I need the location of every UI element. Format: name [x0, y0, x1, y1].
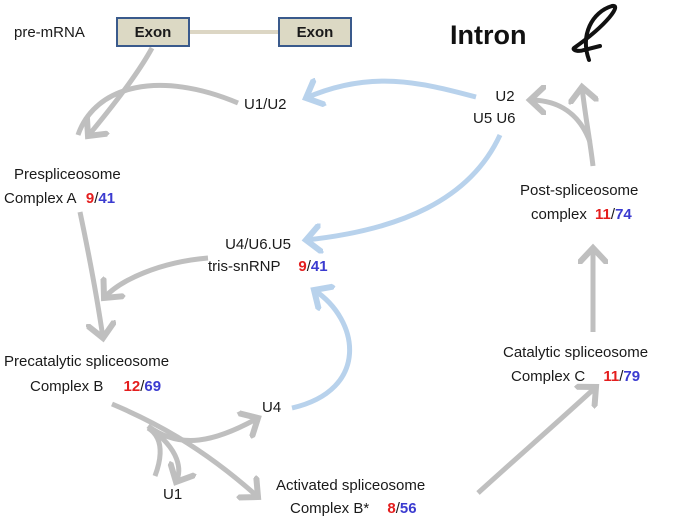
complex-a-line2: Complex A — [4, 190, 76, 207]
arrow-recycle-u4 — [291, 290, 353, 411]
complex-a-label: Complex A 9/41 — [4, 190, 116, 207]
post-complex-label: complex 11/74 — [531, 206, 632, 223]
post-complex-line2: complex — [531, 206, 587, 223]
tri-snrnp-label: tris-snRNP 9/41 — [208, 258, 328, 275]
complex-bstar-line2: Complex B* — [290, 500, 370, 517]
arrow-trisnrnp-to-complex-b — [104, 255, 209, 298]
complex-c-label: Complex C 11/79 — [511, 368, 641, 385]
complex-bstar-name: Activated spliceosome — [276, 477, 426, 494]
tri-snrnp-name: U4/U6.U5 — [225, 236, 291, 253]
arrow-post-to-snrnps — [530, 100, 593, 143]
intron-lariat-icon — [571, 3, 618, 62]
tri-snrnp-red-count: 9 — [298, 258, 307, 275]
arrow-recycle-u5u6 — [306, 133, 503, 240]
exon-2-box: Exon — [278, 17, 352, 47]
complex-b-blue-count: 69 — [144, 378, 162, 395]
arrow-exon-to-prespliceosome — [88, 46, 155, 136]
arrow-bstar-to-complex-c — [476, 387, 596, 495]
arrow-release-u1-branch — [146, 425, 163, 477]
arrow-complex-a-to-b — [77, 211, 103, 338]
complex-c-red-count: 11 — [603, 368, 620, 385]
complex-c-name: Catalytic spliceosome — [503, 344, 649, 361]
complex-c-line2: Complex C — [511, 368, 586, 385]
u1-u2-label: U1/U2 — [244, 96, 287, 113]
complex-bstar-red-count: 8 — [387, 500, 396, 517]
post-complex-name: Post-spliceosome — [520, 182, 639, 199]
u1-label: U1 — [163, 486, 183, 503]
u5-u6-label: U5 U6 — [473, 110, 516, 127]
arrow-u1u2-to-complex-a — [75, 83, 239, 136]
complex-c-blue-count: 79 — [623, 368, 641, 385]
complex-b-name: Precatalytic spliceosome — [4, 353, 170, 370]
pre-mrna-label: pre-mRNA — [14, 24, 85, 41]
complex-a-red-count: 9 — [85, 190, 95, 207]
tri-snrnp-blue-count: 41 — [310, 258, 328, 275]
arrow-post-to-intron — [582, 87, 593, 167]
complex-b-line2: Complex B — [30, 378, 104, 395]
tri-snrnp-line2: tris-snRNP — [208, 258, 281, 275]
complex-a-name: Prespliceosome — [14, 166, 121, 183]
arrow-complex-b-to-bstar — [111, 401, 258, 497]
complex-bstar-blue-count: 56 — [399, 500, 417, 517]
arrow-recycle-u2 — [306, 81, 477, 98]
post-complex-red-count: 11 — [595, 206, 611, 223]
exon-1-box: Exon — [116, 17, 190, 47]
complex-b-label: Complex B 12/69 — [30, 378, 162, 395]
complex-a-blue-count: 41 — [98, 190, 116, 207]
intron-title: Intron — [450, 20, 527, 50]
complex-b-red-count: 12 — [123, 378, 141, 395]
u2-label: U2 — [495, 88, 515, 105]
post-complex-blue-count: 74 — [615, 206, 632, 223]
u4-label: U4 — [262, 399, 282, 416]
complex-bstar-label: Complex B* 8/56 — [290, 500, 417, 517]
